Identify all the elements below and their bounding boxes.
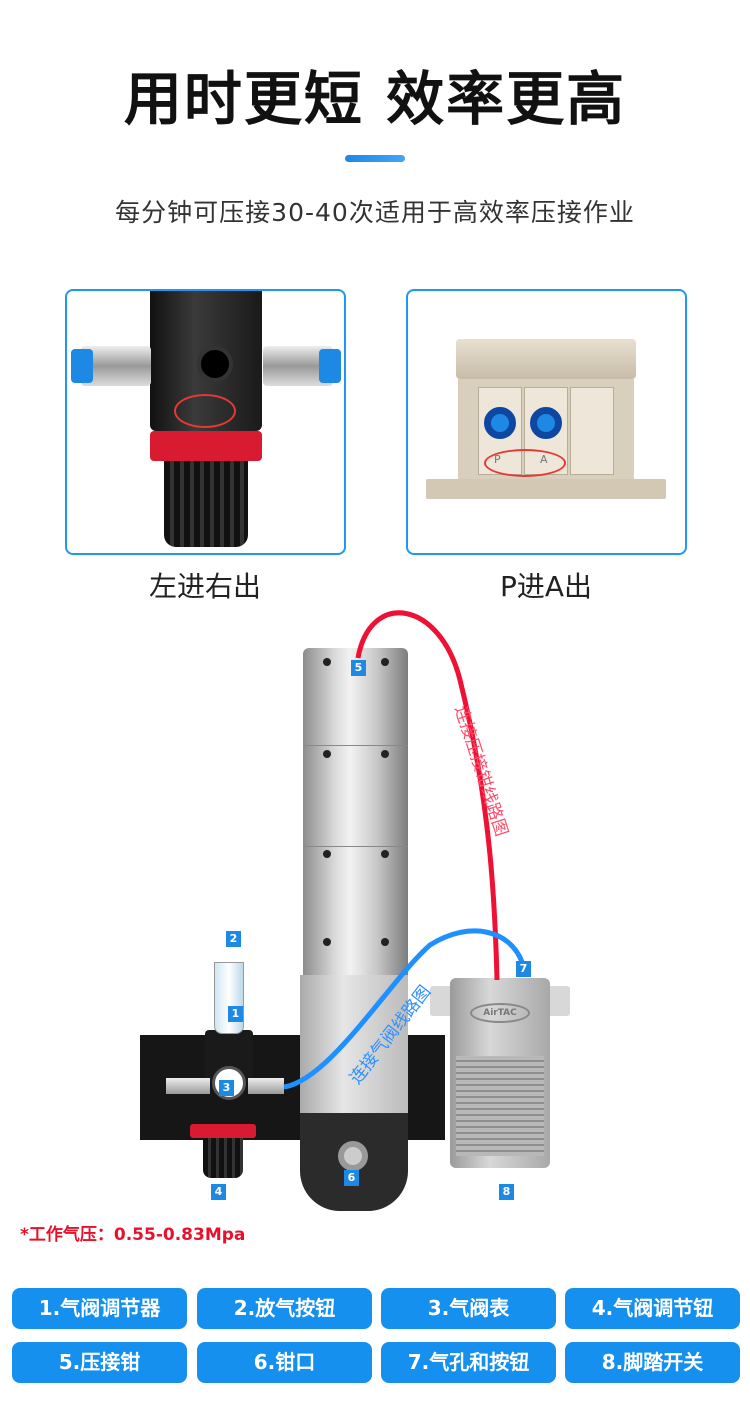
port-a-fitting (530, 407, 562, 439)
port-p-fitting (484, 407, 516, 439)
left-fitting-collar (71, 349, 93, 383)
regulator-panel (65, 289, 346, 555)
legend-item-1: 1.气阀调节器 (12, 1288, 187, 1329)
valve-base (426, 479, 666, 499)
pedal-logo: AirTAC (470, 1003, 530, 1023)
foot-pedal: AirTAC (450, 978, 550, 1168)
legend-item-5: 5.压接钳 (12, 1342, 187, 1383)
regulator-knob (203, 1138, 243, 1178)
valve-panel: P A (406, 289, 687, 555)
badge-1: 1 (228, 1006, 243, 1022)
legend-item-7: 7.气孔和按钮 (381, 1342, 556, 1383)
page-title: 用时更短 效率更高 (123, 65, 627, 133)
crimper-cylinder (303, 648, 408, 978)
legend-item-3: 3.气阀表 (381, 1288, 556, 1329)
badge-2: 2 (226, 931, 241, 947)
red-tube (355, 610, 500, 981)
pressure-gauge (212, 1066, 246, 1100)
port-hole (197, 346, 233, 382)
port-marker-circle (484, 449, 566, 477)
outlet-fitting (248, 1078, 284, 1094)
red-ring (150, 431, 262, 461)
blank-block (570, 387, 614, 475)
legend-item-8: 8.脚踏开关 (565, 1342, 740, 1383)
badge-8: 8 (499, 1184, 514, 1200)
regulator-red-ring (190, 1124, 256, 1138)
panel-caption-right: P进A出 (499, 570, 593, 603)
crimper-jaw (300, 1113, 408, 1211)
blue-tube-label: 连接气阀线路图 (346, 982, 435, 1088)
adjust-knob (164, 461, 248, 547)
red-tube-label: 连接压接钳线路图 (450, 703, 511, 839)
badge-4: 4 (211, 1184, 226, 1200)
page-subtitle: 每分钟可压接30-40次适用于高效率压接作业 (115, 198, 635, 227)
panel-caption-left: 左进右出 (148, 570, 261, 603)
badge-3: 3 (219, 1080, 234, 1096)
title-divider (345, 155, 405, 162)
arrow-marker-circle (174, 394, 236, 428)
crimper-head (300, 975, 408, 1115)
working-pressure-note: *工作气压：0.55-0.83Mpa (20, 1225, 246, 1245)
valve-top (456, 339, 636, 379)
inlet-fitting (166, 1078, 210, 1094)
badge-5: 5 (351, 660, 366, 676)
legend-item-6: 6.钳口 (197, 1342, 372, 1383)
blue-tube (283, 928, 525, 1090)
right-fitting-collar (319, 349, 341, 383)
badge-6: 6 (344, 1170, 359, 1186)
legend-item-2: 2.放气按钮 (197, 1288, 372, 1329)
tube-diagram: 连接压接钳线路图 连接气阀线路图 (283, 610, 525, 1090)
filter-bowl (214, 962, 244, 1034)
badge-7: 7 (516, 961, 531, 977)
legend-item-4: 4.气阀调节钮 (565, 1288, 740, 1329)
